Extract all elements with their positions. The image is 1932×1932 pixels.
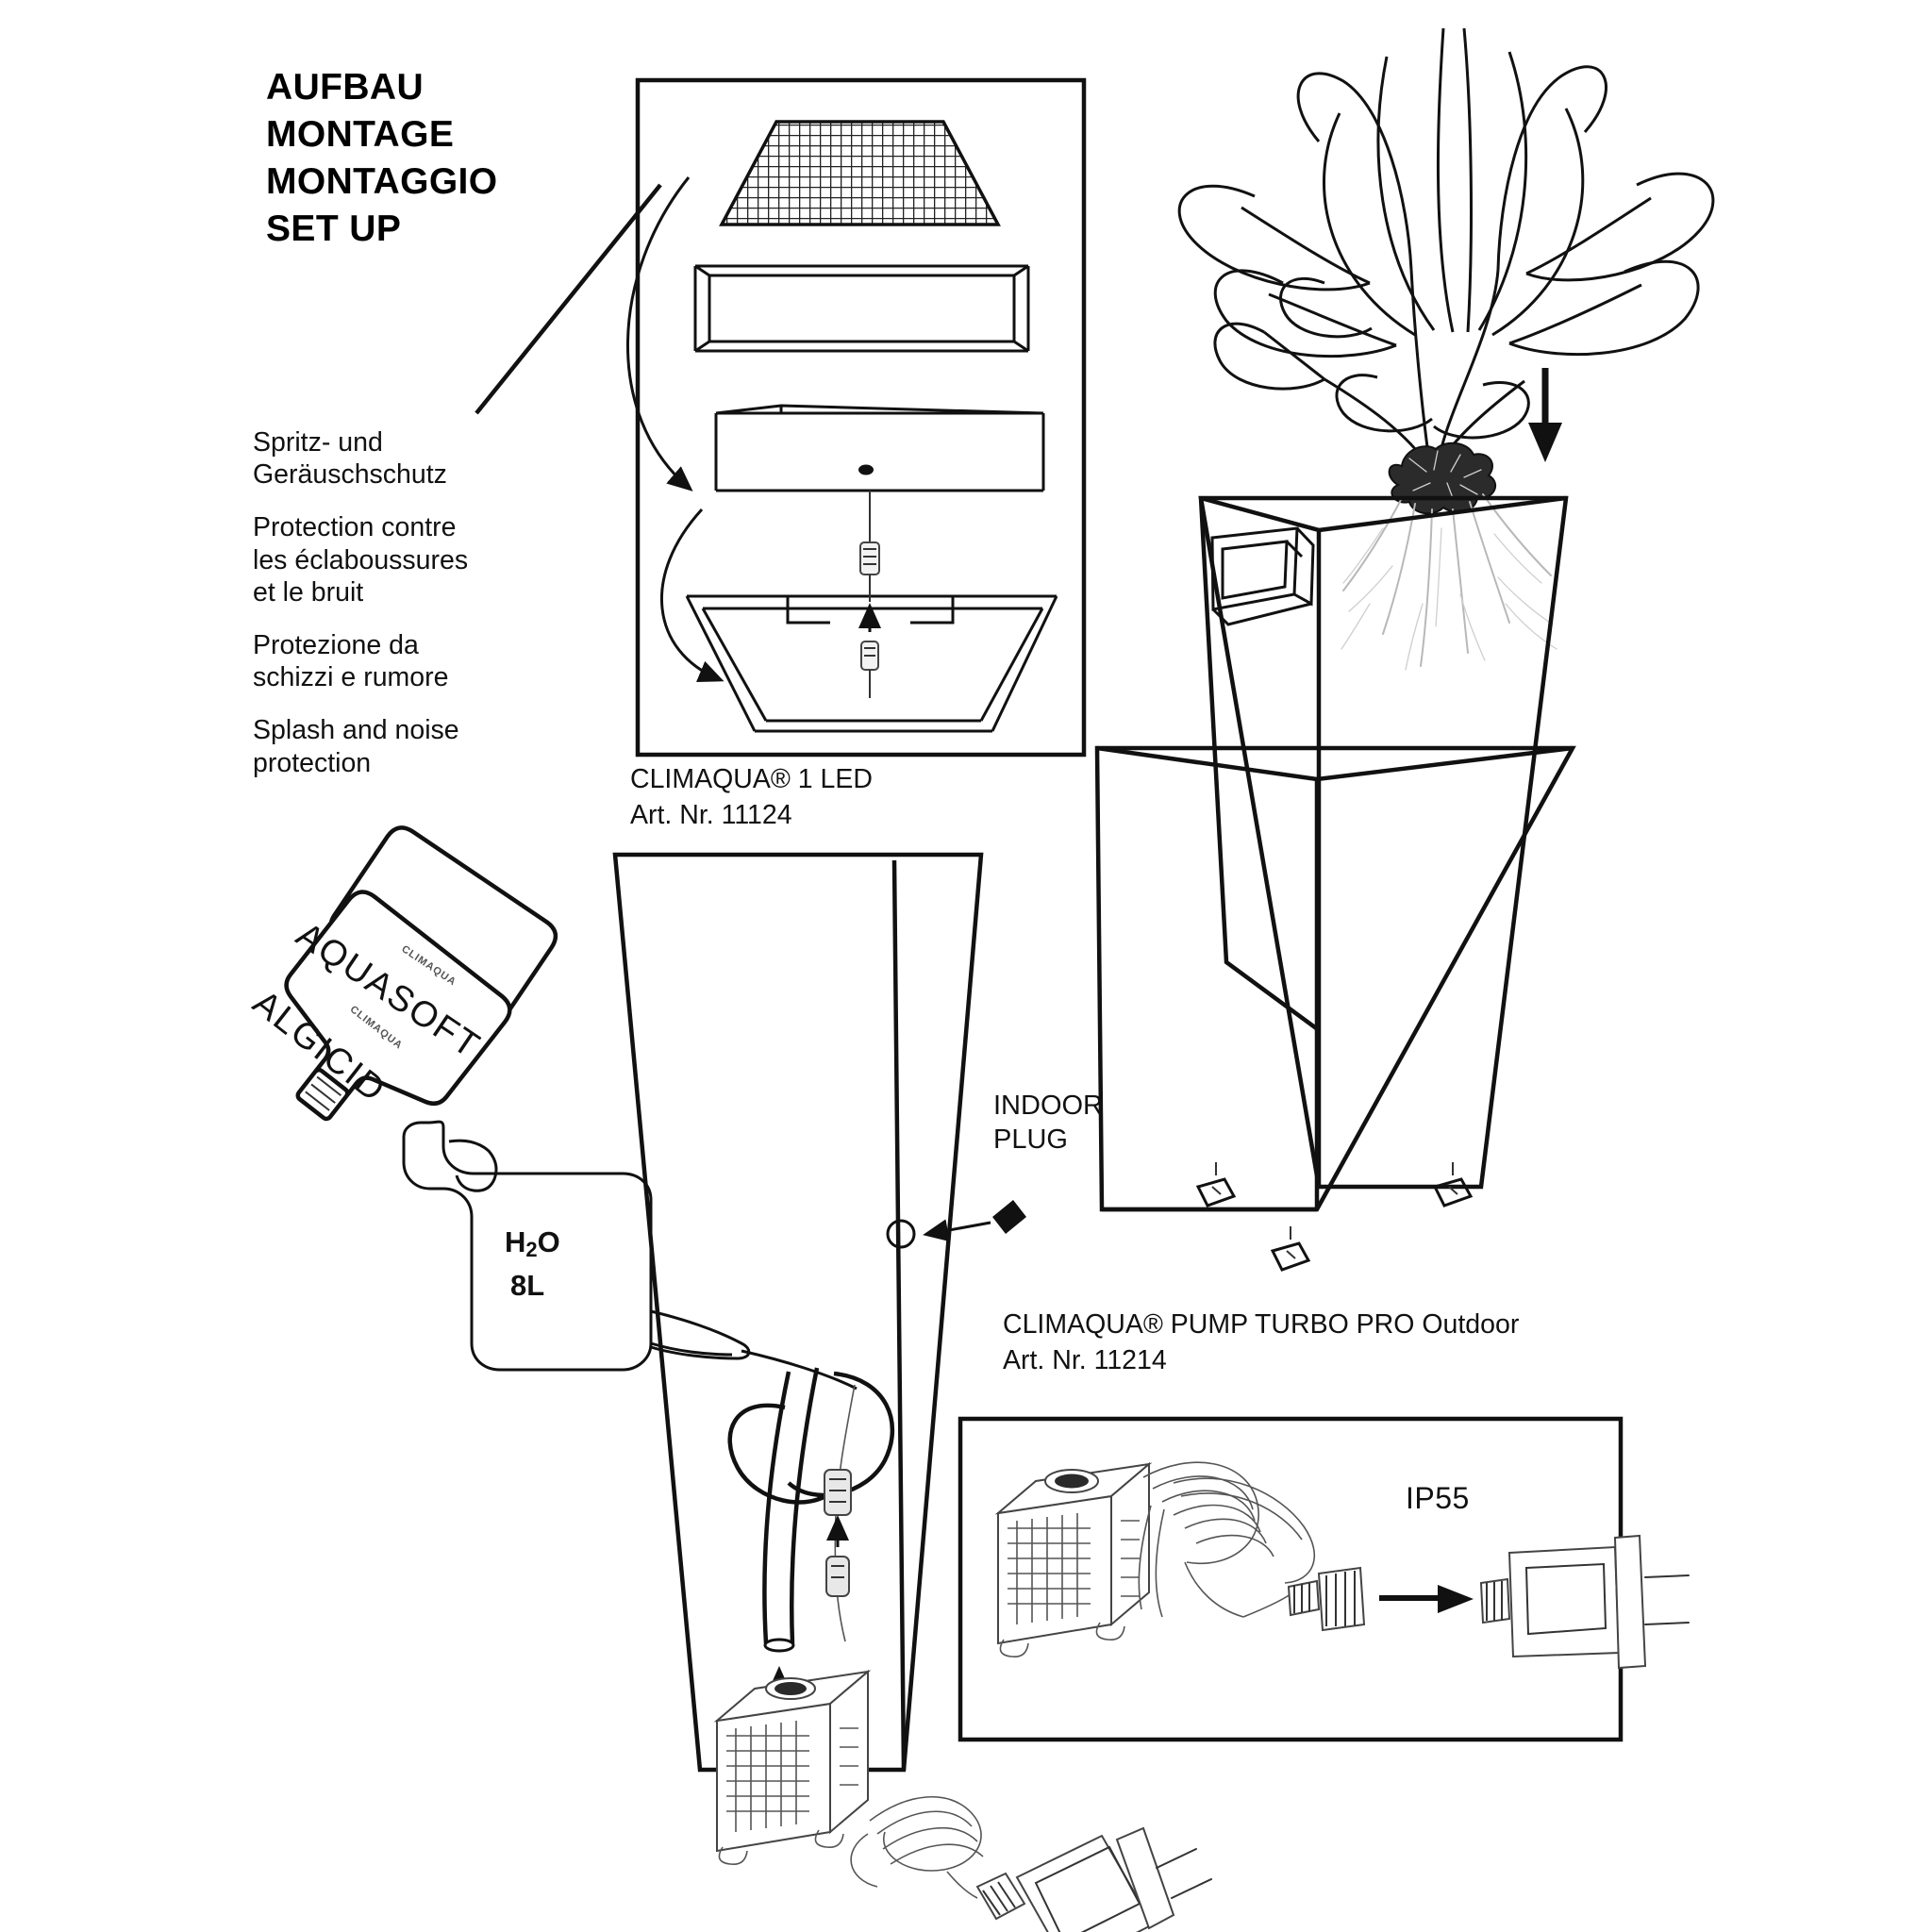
assembly-curve-arrows: [626, 176, 724, 682]
plant-foliage: [1177, 27, 1715, 469]
water-formula-line: H2O: [505, 1222, 560, 1265]
water-subscript: 2: [525, 1237, 538, 1261]
lower-planter-section: [612, 852, 1026, 1773]
mesh-cover-part: [719, 120, 1001, 226]
indoor-plug-port: [886, 1219, 916, 1249]
treatment-bottles: [284, 825, 558, 1122]
bottle-algicid: [284, 890, 512, 1122]
indoor-plug-pointer-head: [992, 1200, 1026, 1234]
product-label-pump: CLIMAQUA® PUMP TURBO PRO Outdoor Art. Nr…: [1003, 1307, 1519, 1378]
inset-connector: [1242, 1566, 1366, 1632]
cable-connector-female: [824, 1469, 852, 1516]
water-o: O: [537, 1225, 560, 1258]
splash-guard-hole: [858, 464, 874, 475]
title-line-fr: MONTAGE: [266, 113, 455, 155]
indoor-plug-annotation: INDOOR PLUG: [993, 1091, 1103, 1155]
inset-pump-unit: [994, 1461, 1153, 1658]
caption-en: Splash and noise protection: [253, 715, 459, 778]
insert-direction-arrow: [1528, 368, 1562, 462]
water-h: H: [505, 1225, 526, 1258]
inset-waterproof-plug: [1479, 1534, 1690, 1670]
product-label-led: CLIMAQUA® 1 LED Art. Nr. 11124: [630, 762, 873, 833]
page-title: AUFBAU MONTAGE MONTAGGIO SET UP: [266, 64, 498, 253]
water-quantity-annotation: H2O 8L: [505, 1222, 560, 1307]
inset-cable-coil: [1138, 1461, 1315, 1618]
ip-rating-badge: IP55: [1406, 1481, 1470, 1515]
hose-and-connectors: [727, 1367, 895, 1713]
caption-leader-line: [475, 183, 662, 415]
title-line-en: SET UP: [266, 208, 402, 249]
title-line-de: AUFBAU: [266, 67, 425, 108]
planter-drain-window: [1210, 526, 1315, 626]
planter-feet-parts: [1195, 1162, 1474, 1272]
led-article-number: Art. Nr. 11124: [630, 799, 792, 830]
pump-grille: [726, 1721, 809, 1832]
frame-ring-part: [693, 264, 1030, 353]
pump-product-name: CLIMAQUA® PUMP TURBO PRO Outdoor: [1003, 1309, 1520, 1340]
splash-guard-plate: [714, 404, 1045, 492]
caption-de: Spritz- und Geräuschschutz: [253, 427, 447, 491]
pump-unit-installed: [713, 1669, 872, 1866]
water-volume: 8L: [510, 1268, 545, 1302]
planter-cutaway-body: [1094, 495, 1576, 1212]
pump-article-number: Art. Nr. 11214: [1003, 1344, 1167, 1375]
watering-can: [402, 1120, 858, 1391]
title-line-it: MONTAGGIO: [266, 160, 498, 202]
led-product-name: CLIMAQUA® 1 LED: [630, 764, 873, 794]
splash-protection-caption: Spritz- und Geräuschschutz Protection co…: [253, 426, 536, 779]
led-exploded-diagram: [475, 77, 1087, 758]
plant-root-ball: [1388, 441, 1497, 515]
caption-it: Protezione da schizzi e rumore: [253, 629, 449, 693]
caption-fr: Protection contre les éclaboussures et l…: [253, 512, 469, 608]
outdoor-plug-assembly-bottom: [850, 1796, 1212, 1932]
pump-detail-inset: [958, 1416, 1690, 1742]
led-cable-connector: [858, 491, 881, 698]
plant-roots: [1341, 493, 1557, 671]
planter-with-plant-diagram: [1094, 27, 1715, 1272]
